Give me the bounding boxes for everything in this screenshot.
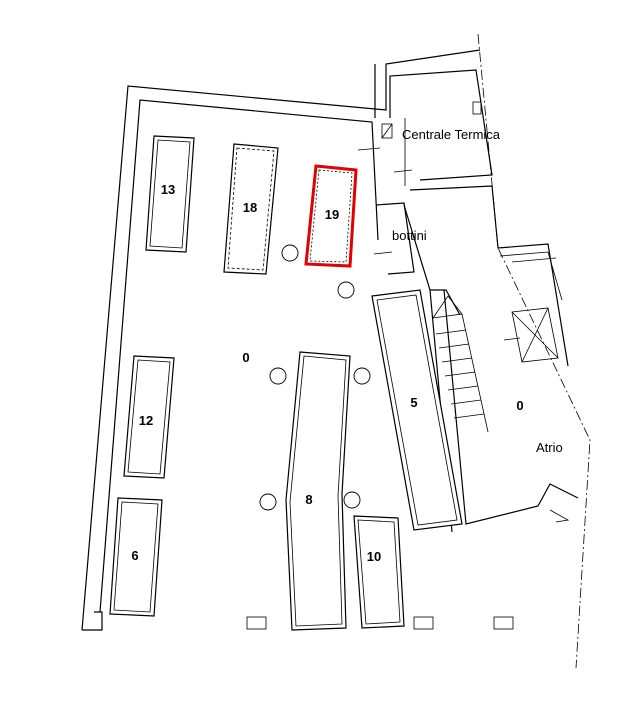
column <box>259 493 277 511</box>
column <box>337 281 355 299</box>
column <box>353 367 371 385</box>
column <box>343 491 361 509</box>
booth-18[interactable]: 18 <box>223 143 279 275</box>
booth-8[interactable]: 8 <box>285 351 351 631</box>
booth-6-label: 6 <box>131 548 138 563</box>
booth-6[interactable]: 6 <box>109 497 163 617</box>
booth-8-label: 8 <box>305 492 312 507</box>
booth-10-label: 10 <box>367 549 381 564</box>
booth-12-label: 12 <box>139 413 153 428</box>
booth-18-label: 18 <box>243 200 257 215</box>
booth-19-highlight <box>304 164 358 268</box>
booth-13-label: 13 <box>161 182 175 197</box>
column <box>281 244 299 262</box>
room-label-atrio: Atrio <box>536 440 563 455</box>
booth-12[interactable]: 12 <box>123 355 175 479</box>
booth-5[interactable]: 5 <box>371 289 463 531</box>
booth-5-label: 5 <box>410 395 417 410</box>
column <box>269 367 287 385</box>
room-label-bottini: bottini <box>392 228 427 243</box>
level-label-atrio: 0 <box>516 398 523 413</box>
level-label-main-hall: 0 <box>242 350 249 365</box>
room-label-centrale-termica: Centrale Termica <box>402 127 501 142</box>
booth-13[interactable]: 13 <box>145 135 195 253</box>
outer-walls <box>81 33 591 669</box>
booth-19[interactable]: 19 <box>304 164 358 268</box>
booth-19-label: 19 <box>325 207 339 222</box>
booth-10[interactable]: 10 <box>353 515 405 629</box>
columns <box>259 244 371 511</box>
